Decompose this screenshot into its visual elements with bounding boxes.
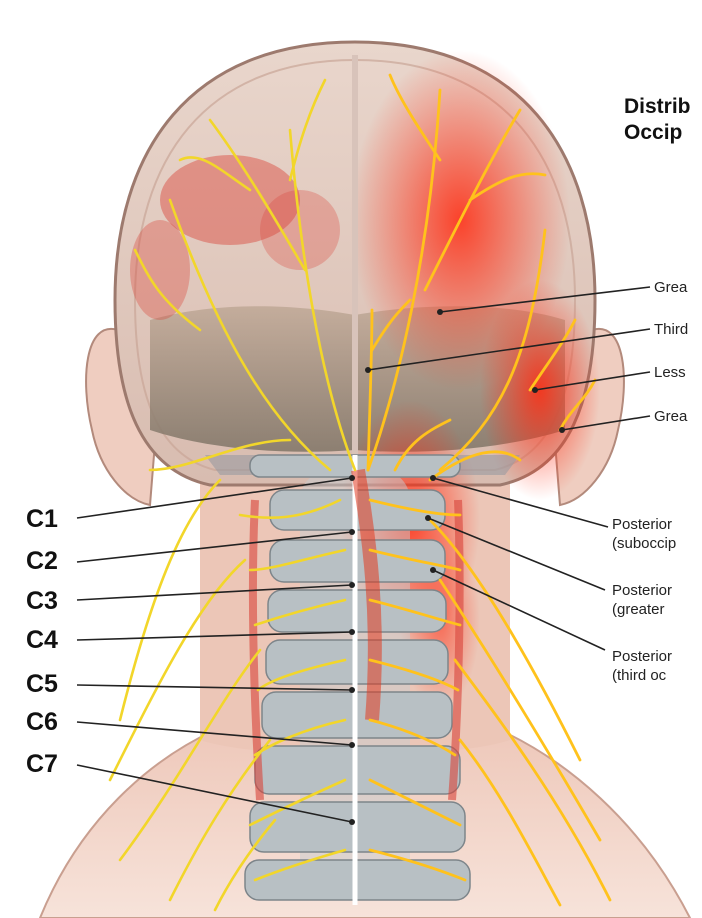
vertebra-label-c6: C6 (26, 708, 58, 736)
vertebra-label-c1: C1 (26, 505, 58, 533)
nerves (108, 78, 357, 912)
vertebra-label-c3: C3 (26, 587, 58, 615)
nerve-label-lesser-occipital: Less (654, 364, 686, 381)
vertebra-label-c2: C2 (26, 547, 58, 575)
nerve-label-third-occipital: Third (654, 321, 689, 338)
nerve-label-posterior-ramus-c3-line1: Posterior (612, 648, 673, 665)
nerve-label-posterior-ramus-c2-line2: (greater (612, 601, 665, 618)
vertebra-label-c5: C5 (26, 670, 58, 698)
nerve-label-posterior-ramus-c1-line2: (suboccip (612, 535, 677, 552)
nerve-label-greater-occipital: Grea (654, 279, 688, 296)
vertebra-label-c4: C4 (26, 626, 58, 654)
nerve-label-great-auricular: Grea (654, 408, 688, 425)
nerve-label-posterior-ramus-c1-line1: Posterior (612, 516, 673, 533)
leader-dots (349, 309, 565, 825)
title-line-2: Occip (624, 121, 683, 144)
cervical-spine (244, 454, 471, 905)
vertebra-label-c7: C7 (26, 750, 58, 778)
title-line-1: Distrib (624, 95, 691, 118)
nerve-label-posterior-ramus-c3-line2: (third oc (612, 667, 667, 684)
right-edge-crop (698, 0, 702, 918)
nerve-label-posterior-ramus-c2-line1: Posterior (612, 582, 673, 599)
leader-lines (76, 286, 651, 823)
nerves-right (366, 73, 612, 907)
